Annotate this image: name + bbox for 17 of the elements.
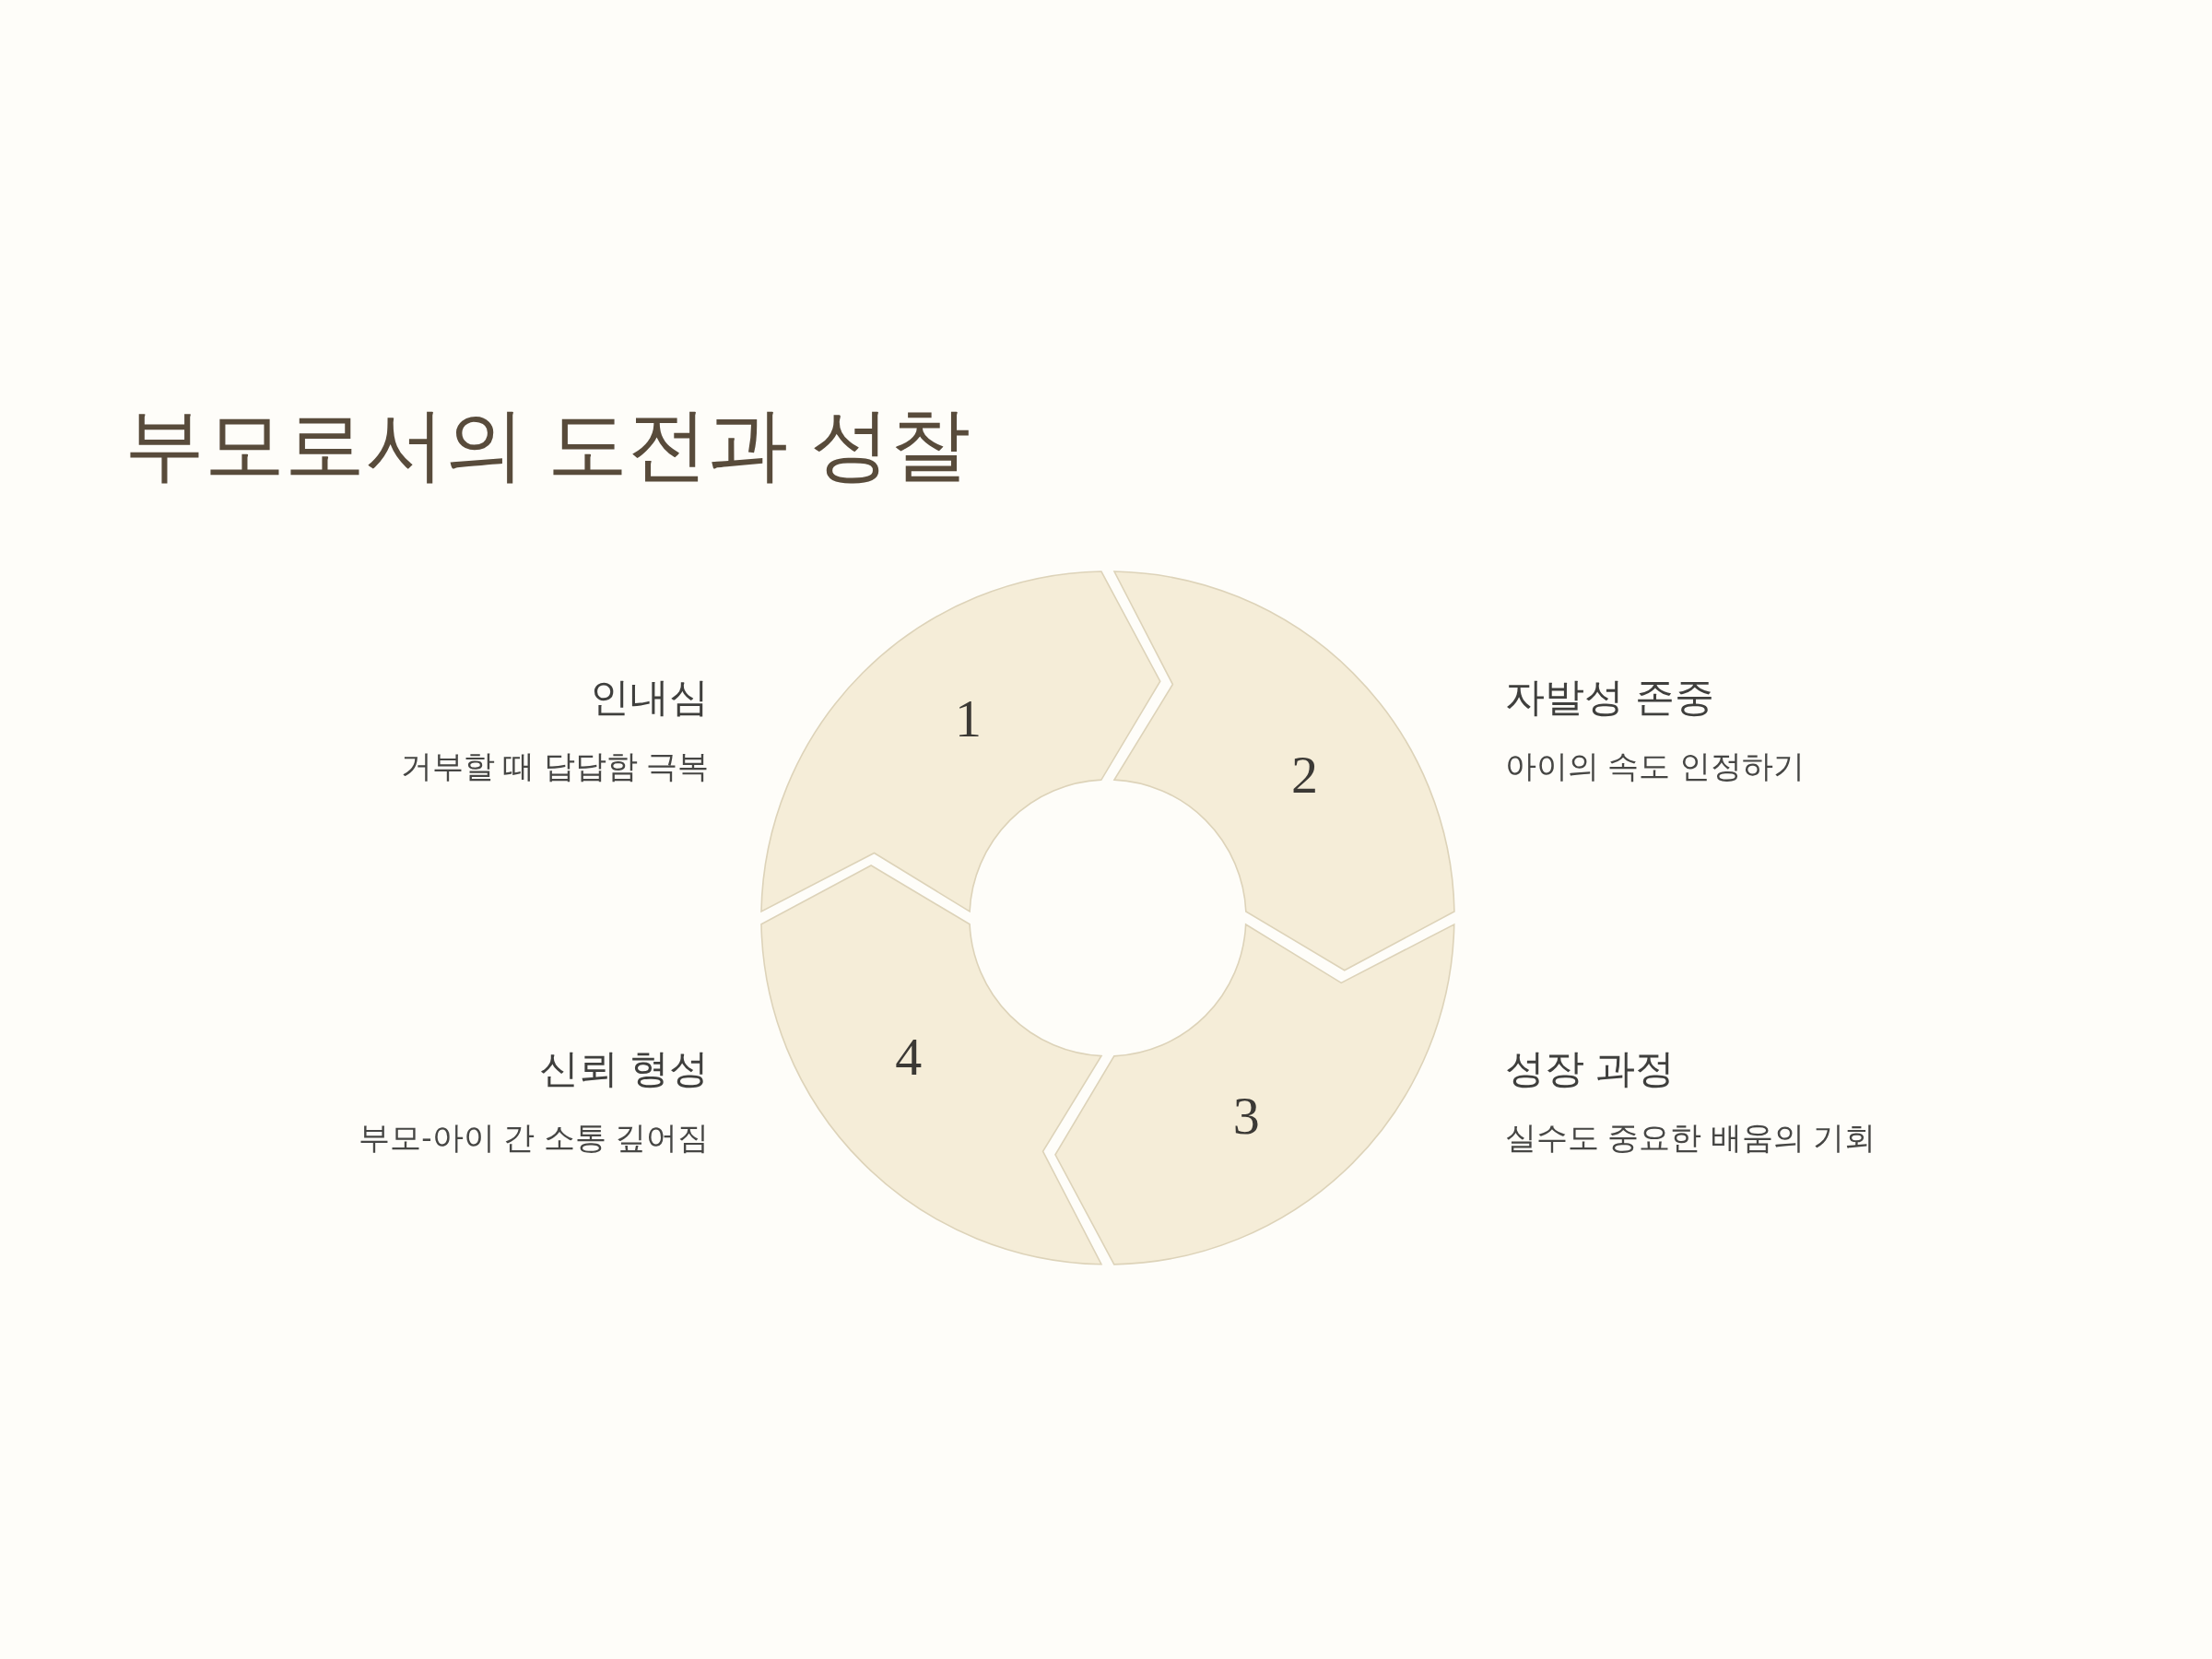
step-number: 1 xyxy=(955,691,982,746)
step-number: 3 xyxy=(1232,1088,1260,1143)
step-title: 자발성 존중 xyxy=(1505,674,1714,721)
arrow-segment xyxy=(1053,922,1457,1267)
step-title: 인내심 xyxy=(590,674,709,721)
arrow-segment xyxy=(759,863,1104,1267)
arrow-segment xyxy=(759,569,1163,914)
step-description: 실수도 중요한 배움의 기회 xyxy=(1505,1118,1877,1157)
step-description: 부모-아이 간 소통 깊어짐 xyxy=(359,1118,709,1157)
step-title: 신뢰 형성 xyxy=(539,1045,709,1092)
step-title: 성장 과정 xyxy=(1505,1045,1675,1092)
step-number: 2 xyxy=(1291,747,1319,802)
page-title: 부모로서의 도전과 성찰 xyxy=(124,400,971,488)
step-description: 거부할 때 답답함 극복 xyxy=(400,747,709,785)
step-description: 아이의 속도 인정하기 xyxy=(1505,747,1805,785)
arrow-segment xyxy=(1112,569,1457,973)
step-number: 4 xyxy=(895,1030,923,1085)
